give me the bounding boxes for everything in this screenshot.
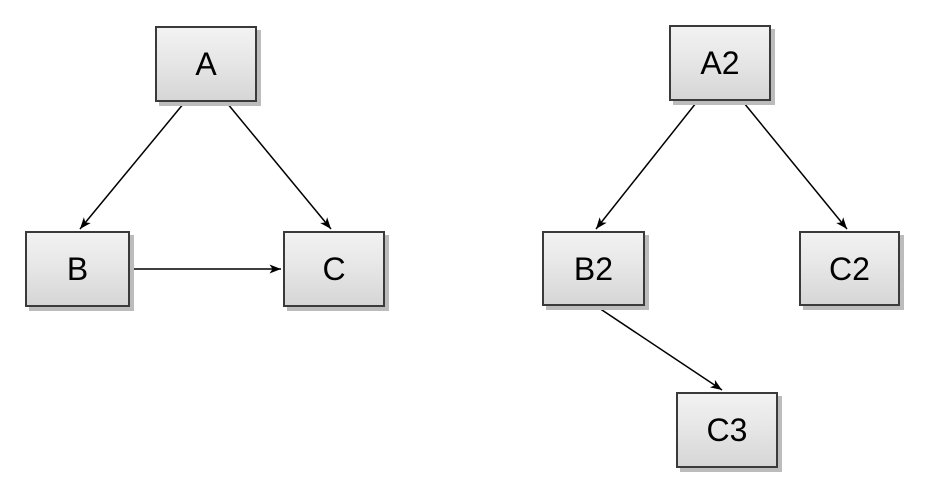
- node-B2-label: B2: [573, 250, 614, 287]
- node-C3[interactable]: C3: [676, 392, 778, 468]
- node-C2[interactable]: C2: [799, 231, 900, 306]
- node-C3-label: C3: [706, 412, 748, 448]
- edge-A2-C2: [743, 102, 848, 230]
- node-A-label: A: [195, 46, 217, 82]
- node-B2[interactable]: B2: [542, 231, 645, 306]
- edge-A-C: [226, 102, 332, 230]
- node-A2[interactable]: A2: [669, 25, 771, 101]
- node-B-label: B: [66, 251, 89, 287]
- edge-A2-B2: [595, 102, 697, 230]
- node-A2-label: A2: [700, 45, 740, 81]
- node-C-label: C: [322, 251, 346, 287]
- edge-A-B: [79, 102, 185, 230]
- node-C[interactable]: C: [283, 231, 385, 307]
- node-B[interactable]: B: [25, 231, 130, 307]
- node-A[interactable]: A: [155, 26, 257, 102]
- node-C2-label: C2: [829, 250, 870, 287]
- edge-B2-C3: [595, 305, 723, 391]
